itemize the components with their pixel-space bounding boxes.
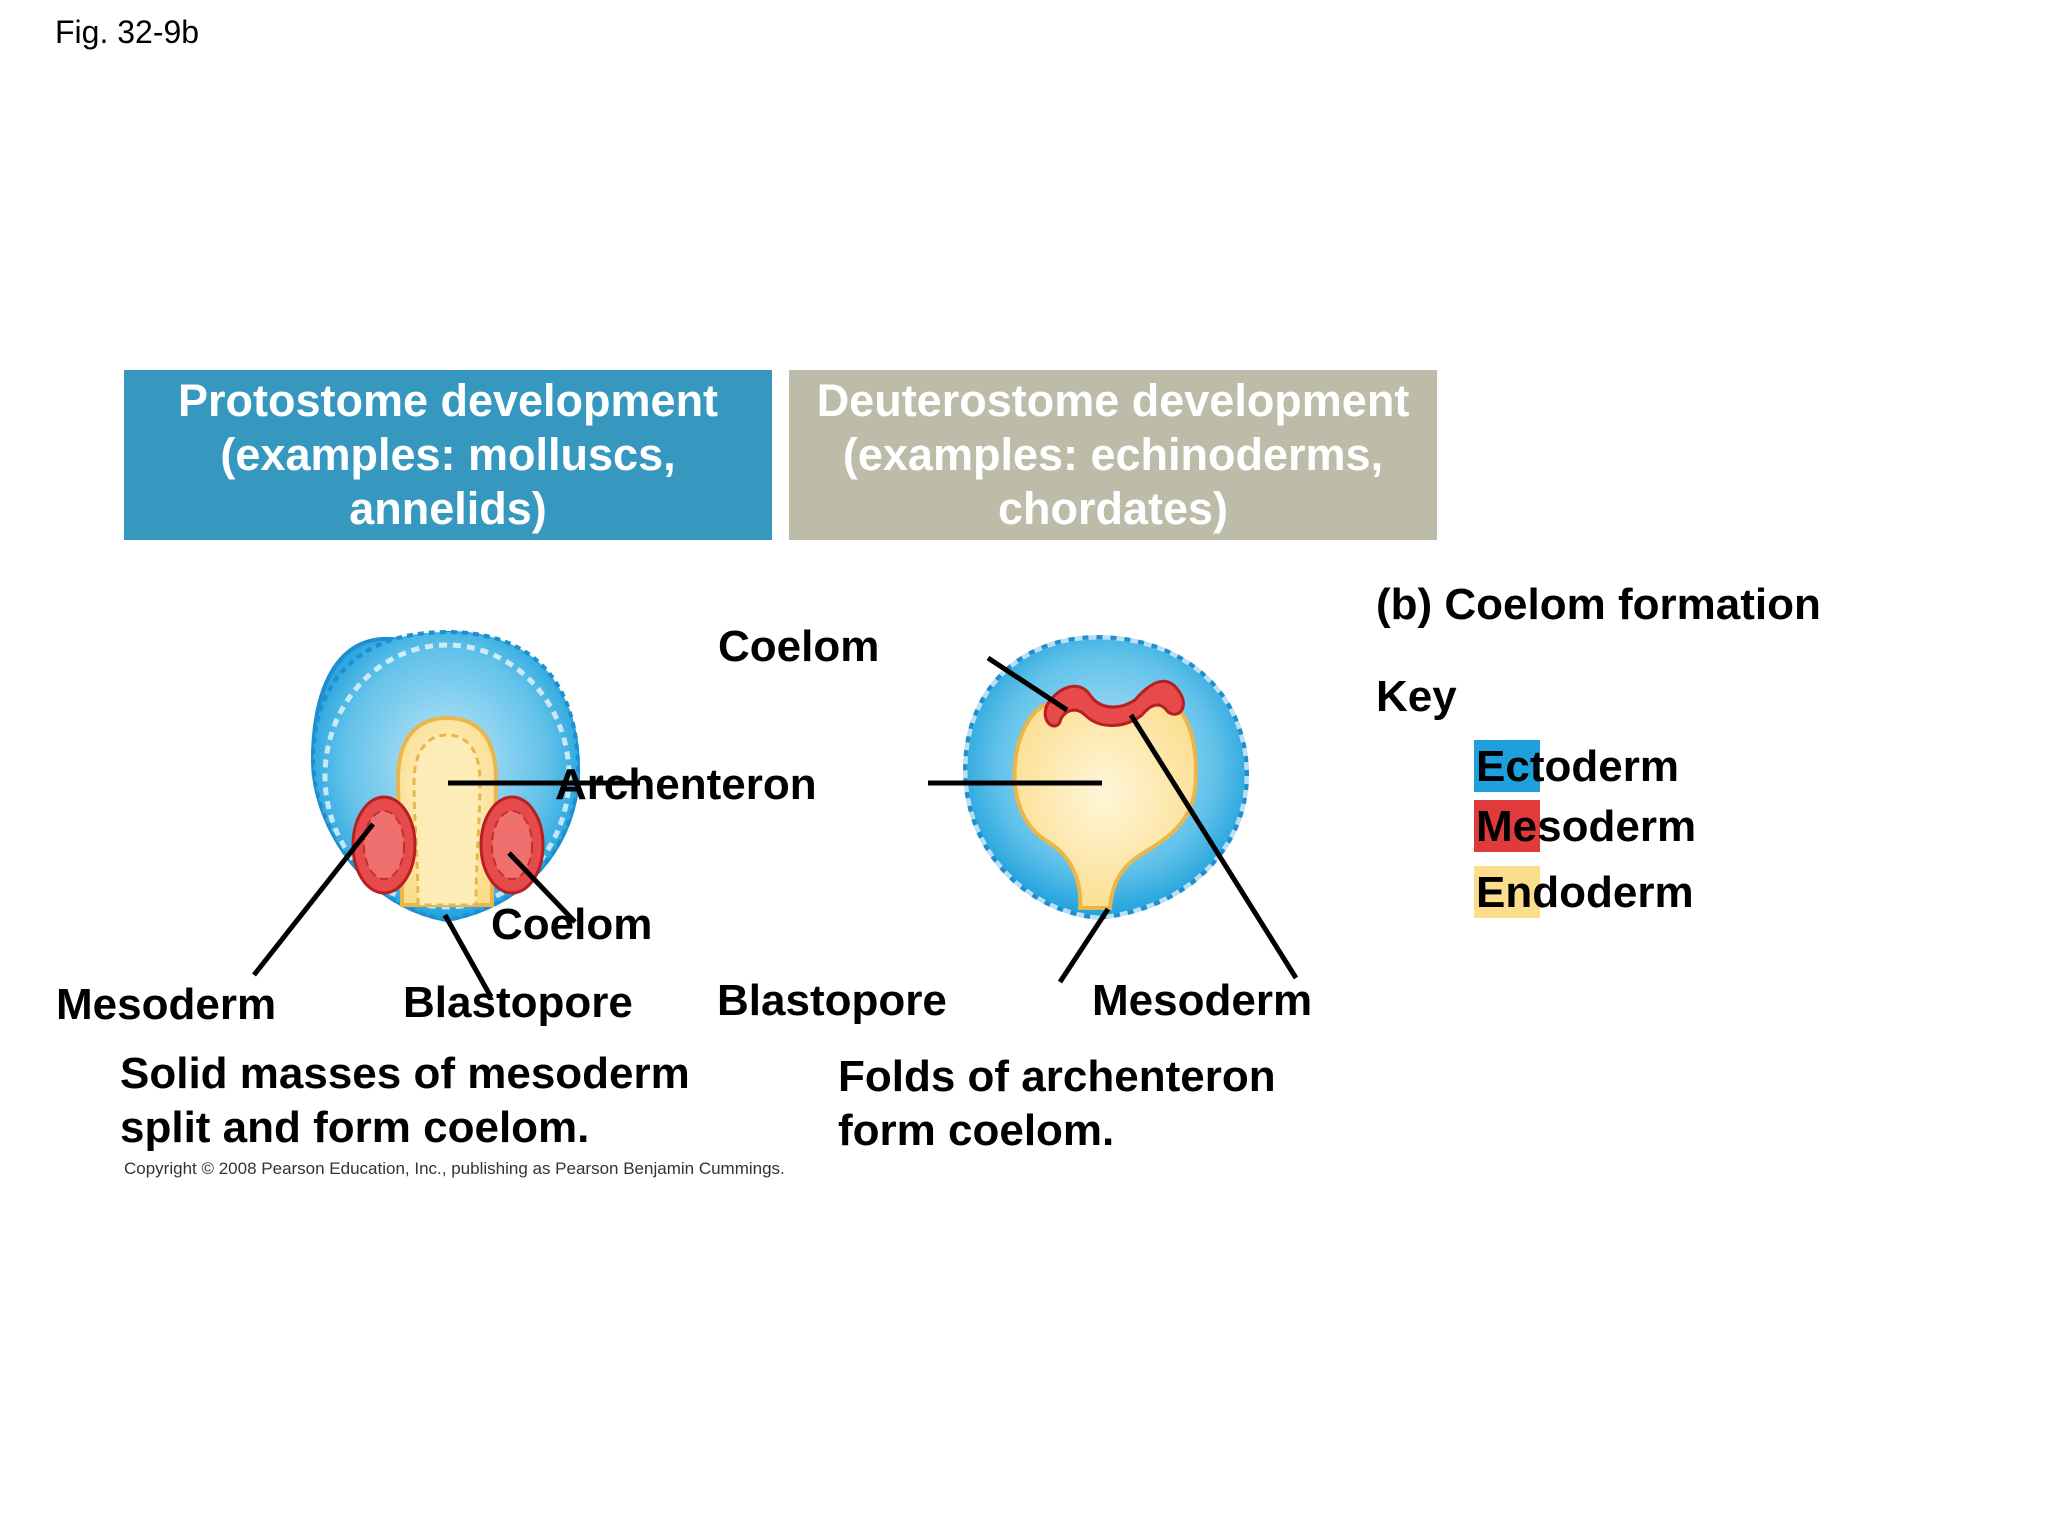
leader-mesoderm-proto [252, 822, 375, 977]
protostome-caption-line-1: Solid masses of mesoderm [120, 1049, 690, 1098]
protostome-header-line-2: (examples: molluscs, [220, 429, 676, 480]
endoderm-swatch [1474, 866, 1540, 918]
deuterostome-caption-line-1: Folds of archenteron [838, 1052, 1276, 1101]
leader-lines [252, 655, 1299, 999]
protostome-header-line-3: annelids) [349, 483, 547, 534]
label-blastopore-deut: Blastopore [717, 976, 947, 1025]
key-label-ectoderm: Ectoderm [1476, 742, 1679, 791]
leader-coelom-proto [507, 851, 577, 924]
deuterostome-header: Deuterostome development (examples: echi… [789, 370, 1437, 540]
label-blastopore-proto: Blastopore [403, 978, 633, 1027]
key-label-mesoderm: Mesoderm [1476, 802, 1697, 851]
deuterostome-header-line-2: (examples: echinoderms, [842, 429, 1384, 480]
deuterostome-header-line-1: Deuterostome development [816, 375, 1410, 426]
protostome-header-line-1: Protostome development [177, 375, 719, 426]
leader-blastopore-proto [442, 913, 494, 999]
leader-blastopore-deut [1057, 907, 1111, 984]
protostome-caption: Solid masses of mesoderm split and form … [120, 1047, 690, 1155]
key-label-endoderm: Endoderm [1476, 868, 1694, 917]
deuterostome-embryo [962, 634, 1250, 921]
deuterostome-caption-line-2: form coelom. [838, 1106, 1115, 1155]
leader-mesoderm-deut [1128, 713, 1299, 980]
deuterostome-caption: Folds of archenteron form coelom. [838, 1050, 1276, 1158]
leader-coelom-deut [986, 655, 1069, 713]
section-title: (b) Coelom formation [1376, 580, 1821, 629]
label-mesoderm-proto: Mesoderm [56, 980, 277, 1029]
protostome-embryo [310, 629, 581, 923]
figure-label: Fig. 32-9b [55, 14, 200, 50]
mesoderm-swatch [1474, 800, 1540, 852]
protostome-caption-line-2: split and form coelom. [120, 1103, 590, 1152]
copyright-notice: Copyright © 2008 Pearson Education, Inc.… [124, 1159, 785, 1178]
deuterostome-header-line-3: chordates) [997, 483, 1229, 534]
key-title: Key [1376, 672, 1457, 721]
ectoderm-swatch [1474, 740, 1540, 792]
label-coelom-proto: Coelom [491, 900, 653, 949]
label-coelom-deut: Coelom [718, 622, 880, 671]
protostome-header: Protostome development (examples: mollus… [124, 370, 772, 540]
label-archenteron: Archenteron [555, 760, 817, 809]
label-mesoderm-deut: Mesoderm [1092, 976, 1313, 1025]
